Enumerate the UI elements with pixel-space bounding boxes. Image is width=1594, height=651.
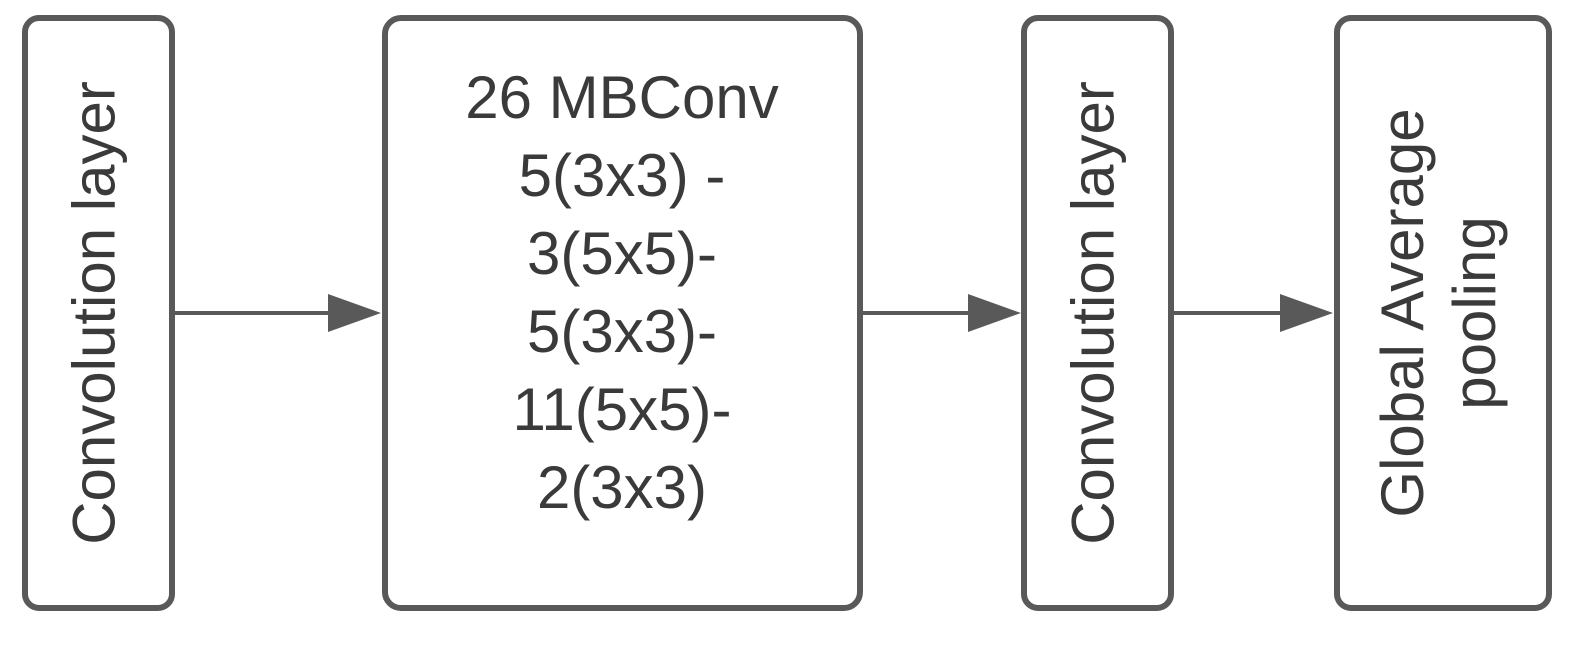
edge-conv2-to-gap <box>1171 294 1333 332</box>
node-conv2-label: Convolution layer <box>1059 81 1126 545</box>
node-gap: Global Average pooling <box>1334 15 1552 611</box>
edge-mbconv-to-conv2 <box>860 294 1021 332</box>
edge-conv2-to-gap-arrowhead <box>1280 294 1333 332</box>
node-conv1-label: Convolution layer <box>60 81 127 545</box>
node-gap-box <box>1334 15 1552 611</box>
node-mbconv-line-5: 11(5x5)- <box>513 376 732 443</box>
edge-conv1-to-mbconv-arrowhead <box>328 294 381 332</box>
node-mbconv-line-4: 5(3x3)- <box>527 298 717 365</box>
node-mbconv-line-3: 3(5x5)- <box>527 220 717 287</box>
node-gap-line-1: Global Average <box>1369 108 1436 517</box>
node-conv2: Convolution layer <box>1021 15 1174 611</box>
edge-mbconv-to-conv2-arrowhead <box>968 294 1021 332</box>
edge-conv1-to-mbconv <box>172 294 381 332</box>
node-mbconv-line-6: 2(3x3) <box>537 454 707 521</box>
node-mbconv: 26 MBConv 5(3x3) - 3(5x5)- 5(3x3)- 11(5x… <box>382 15 863 611</box>
node-gap-line-2: pooling <box>1441 216 1508 410</box>
node-conv1: Convolution layer <box>22 15 175 611</box>
node-mbconv-line-1: 26 MBConv <box>465 64 778 131</box>
node-mbconv-line-2: 5(3x3) - <box>519 142 726 209</box>
